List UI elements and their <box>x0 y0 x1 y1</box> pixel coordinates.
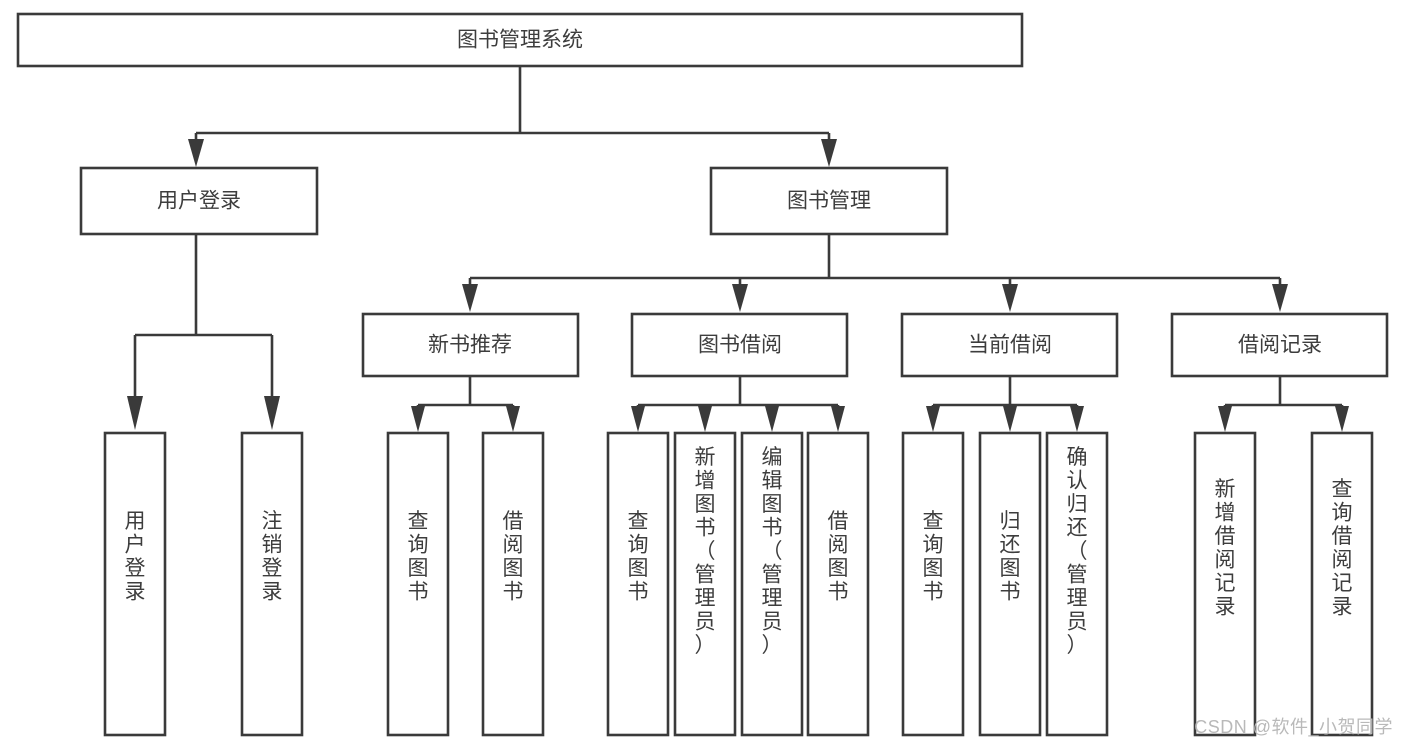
node-leaf-logout-login[interactable]: 注销登录 <box>240 431 304 737</box>
node-root-box[interactable] <box>16 12 1024 68</box>
arrowhead-leaf-borrow-book-1 <box>506 406 520 432</box>
node-leaf-borrow-book-2[interactable]: 借阅图书 <box>806 431 870 737</box>
node-leaf-add-book-label: 新增图书（管理员） <box>695 446 716 657</box>
node-current-borrow-box[interactable] <box>900 312 1119 378</box>
arrowhead-new-book-recommend <box>462 284 478 312</box>
node-leaf-edit-book[interactable]: 编辑图书（管理员） <box>740 431 804 737</box>
arrowhead-leaf-add-record <box>1218 406 1232 432</box>
node-borrow-record[interactable]: 借阅记录 <box>1170 312 1389 378</box>
node-user-login-box[interactable] <box>79 166 319 236</box>
node-book-manage-box[interactable] <box>709 166 949 236</box>
node-leaf-edit-book-label: 编辑图书（管理员） <box>762 446 783 657</box>
node-leaf-return-book-label: 归还图书 <box>1000 510 1021 604</box>
node-leaf-query-book-2-box[interactable] <box>606 431 670 737</box>
node-book-manage[interactable]: 图书管理 <box>709 166 949 236</box>
arrowhead-leaf-query-book-3 <box>926 406 940 432</box>
arrowhead-leaf-query-record <box>1335 406 1349 432</box>
node-leaf-add-book-box[interactable] <box>673 431 737 737</box>
node-borrow-record-label: 借阅记录 <box>1238 334 1322 357</box>
arrowhead-leaf-user-login <box>127 396 143 430</box>
arrowhead-leaf-logout-login <box>264 396 280 430</box>
node-root[interactable]: 图书管理系统 <box>16 12 1024 68</box>
node-leaf-query-book-2-label: 查询图书 <box>628 510 649 604</box>
csdn-watermark: CSDN @软件_小贺同学 <box>1194 717 1393 737</box>
node-leaf-query-book-3-label: 查询图书 <box>923 510 944 604</box>
connector-group-book-borrow <box>631 376 845 432</box>
node-leaf-query-record-label: 查询借阅记录 <box>1332 478 1353 619</box>
node-book-manage-label: 图书管理 <box>787 190 871 213</box>
arrowhead-borrow-record <box>1272 284 1288 312</box>
node-leaf-confirm-return-label: 确认归还（管理员） <box>1067 446 1088 657</box>
node-leaf-user-login[interactable]: 用户登录 <box>103 431 167 737</box>
node-book-borrow-label: 图书借阅 <box>698 334 782 357</box>
node-leaf-return-book[interactable]: 归还图书 <box>978 431 1042 737</box>
connector-group-borrow-record <box>1218 376 1349 432</box>
node-leaf-add-record[interactable]: 新增借阅记录 <box>1193 431 1257 737</box>
node-new-book-recommend-box[interactable] <box>361 312 580 378</box>
node-leaf-query-book-3[interactable]: 查询图书 <box>901 431 965 737</box>
node-leaf-borrow-book-2-label: 借阅图书 <box>828 510 849 604</box>
node-leaf-confirm-return-box[interactable] <box>1045 431 1109 737</box>
node-leaf-confirm-return[interactable]: 确认归还（管理员） <box>1045 431 1109 737</box>
arrowhead-leaf-edit-book <box>765 406 779 432</box>
arrowhead-leaf-query-book-1 <box>411 406 425 432</box>
node-leaf-query-record-box[interactable] <box>1310 431 1374 737</box>
arrowhead-book-borrow <box>732 284 748 312</box>
node-root-label: 图书管理系统 <box>457 29 583 52</box>
arrowhead-leaf-borrow-book-2 <box>831 406 845 432</box>
node-leaf-logout-login-box[interactable] <box>240 431 304 737</box>
node-current-borrow[interactable]: 当前借阅 <box>900 312 1119 378</box>
node-leaf-borrow-book-1-label: 借阅图书 <box>503 510 524 604</box>
node-leaf-return-book-box[interactable] <box>978 431 1042 737</box>
node-leaf-query-book-3-box[interactable] <box>901 431 965 737</box>
node-leaf-query-record[interactable]: 查询借阅记录 <box>1310 431 1374 737</box>
node-new-book-recommend-label: 新书推荐 <box>428 334 512 357</box>
node-user-login[interactable]: 用户登录 <box>79 166 319 236</box>
arrowhead-current-borrow <box>1002 284 1018 312</box>
connector-group-user-login <box>127 234 280 430</box>
arrowhead-leaf-return-book <box>1003 406 1017 432</box>
node-leaf-borrow-book-1[interactable]: 借阅图书 <box>481 431 545 737</box>
node-leaf-add-book[interactable]: 新增图书（管理员） <box>673 431 737 737</box>
connector-group-root <box>188 67 837 167</box>
node-book-borrow[interactable]: 图书借阅 <box>630 312 849 378</box>
node-leaf-user-login-box[interactable] <box>103 431 167 737</box>
node-leaf-logout-login-label: 注销登录 <box>262 510 283 604</box>
node-borrow-record-box[interactable] <box>1170 312 1389 378</box>
node-leaf-add-record-label: 新增借阅记录 <box>1215 478 1236 619</box>
node-leaf-query-book-2[interactable]: 查询图书 <box>606 431 670 737</box>
node-current-borrow-label: 当前借阅 <box>968 334 1052 357</box>
node-leaf-edit-book-box[interactable] <box>740 431 804 737</box>
node-leaf-add-record-box[interactable] <box>1193 431 1257 737</box>
connector-group-new-book-recommend <box>411 376 520 432</box>
arrowhead-leaf-confirm-return <box>1070 406 1084 432</box>
node-user-login-label: 用户登录 <box>157 190 241 213</box>
arrowhead-leaf-add-book <box>698 406 712 432</box>
node-leaf-user-login-label: 用户登录 <box>125 510 146 604</box>
node-book-borrow-box[interactable] <box>630 312 849 378</box>
node-new-book-recommend[interactable]: 新书推荐 <box>361 312 580 378</box>
node-leaf-query-book-1-box[interactable] <box>386 431 450 737</box>
connector-group-current-borrow <box>926 376 1084 432</box>
node-leaf-query-book-1[interactable]: 查询图书 <box>386 431 450 737</box>
node-leaf-query-book-1-label: 查询图书 <box>408 510 429 604</box>
node-leaf-borrow-book-1-box[interactable] <box>481 431 545 737</box>
connector-group-book-manage <box>462 234 1288 312</box>
arrowhead-leaf-query-book-2 <box>631 406 645 432</box>
node-leaf-borrow-book-2-box[interactable] <box>806 431 870 737</box>
arrowhead-user-login <box>188 139 204 167</box>
arrowhead-book-manage <box>821 139 837 167</box>
